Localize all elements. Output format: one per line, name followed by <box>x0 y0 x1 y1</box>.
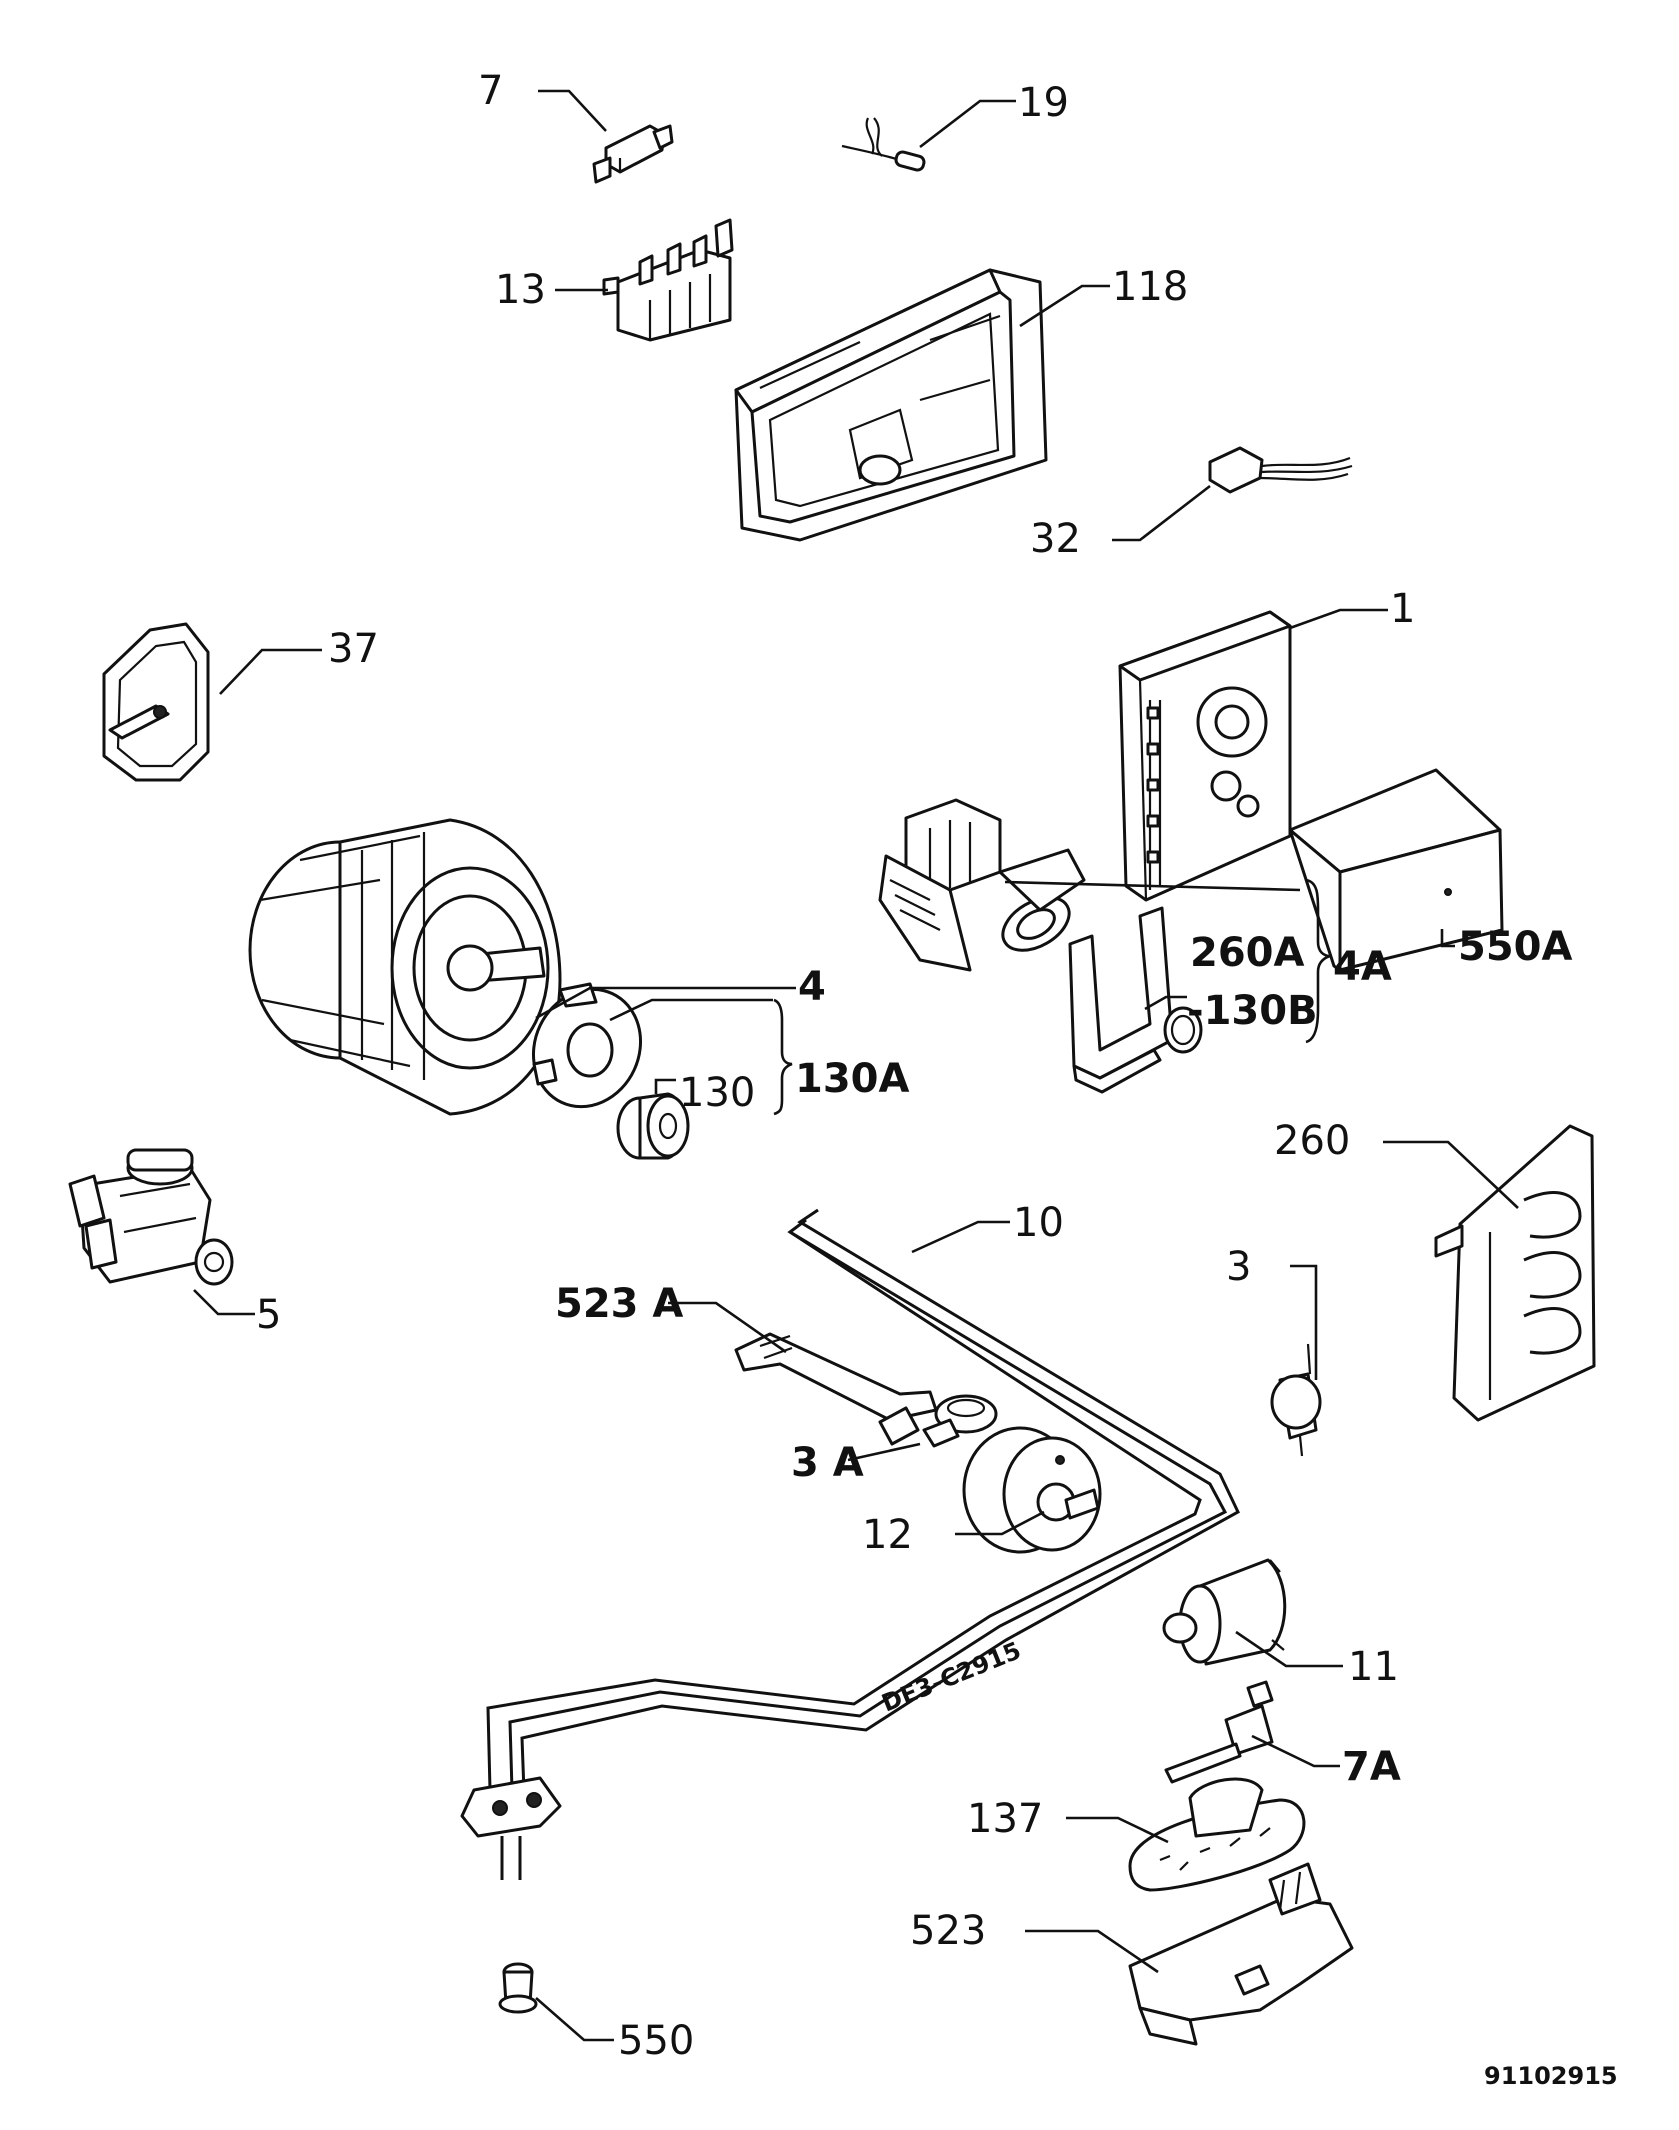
drawing-number: 91102915 <box>1484 2062 1618 2090</box>
callout-37: 37 <box>328 626 379 672</box>
part-7A-microswitch-drawing <box>1164 1680 1274 1784</box>
callout-32: 32 <box>1030 516 1081 562</box>
callout-523A: 523 A <box>555 1281 683 1327</box>
part-7-switch-drawing <box>592 124 674 184</box>
part-10-heating-element-drawing <box>460 1208 1240 1880</box>
callout-260: 260 <box>1274 1118 1350 1164</box>
leader-lines <box>193 89 1519 2042</box>
part-1-timer-drawing <box>1118 610 1292 902</box>
callout-7: 7 <box>478 68 503 114</box>
part-130-bushing-drawing <box>616 1092 690 1160</box>
callout-10: 10 <box>1013 1200 1064 1246</box>
part-12-pressure-switch-drawing <box>962 1426 1102 1554</box>
callout-11: 11 <box>1348 1644 1399 1690</box>
part-3A-thermostat-drawing <box>922 1394 998 1448</box>
callout-550A: 550A <box>1458 924 1572 970</box>
callout-4A: 4A <box>1333 944 1392 990</box>
callout-118: 118 <box>1112 264 1188 310</box>
callout-labels: 7 19 13 118 32 37 1 550A 260A 4A -130B 4… <box>256 68 1572 2064</box>
callout-130: 130 <box>679 1070 755 1116</box>
part-13-terminal-block-drawing <box>602 218 734 342</box>
part-130A-bearing-drawing <box>531 982 643 1109</box>
part-260-bracket-drawing <box>1434 1124 1596 1422</box>
callout-1: 1 <box>1390 586 1415 632</box>
callout-3: 3 <box>1226 1244 1251 1290</box>
callout-19: 19 <box>1018 80 1069 126</box>
part-118-panel-housing-drawing <box>734 268 1048 542</box>
callout-130B: -130B <box>1187 988 1318 1034</box>
part-32-connector-drawing <box>1208 446 1353 494</box>
part-260A-clip-drawing <box>1068 906 1174 1094</box>
brace-130A <box>773 998 793 1116</box>
callout-5: 5 <box>256 1292 281 1338</box>
part-4A-valve-drawing <box>878 798 1086 972</box>
part-3-thermostat-drawing <box>1270 1343 1322 1457</box>
callout-12: 12 <box>862 1512 913 1558</box>
part-4-motor-drawing <box>248 818 562 1116</box>
part-137-filter-drawing <box>1128 1777 1306 1892</box>
part-37-cover-drawing <box>102 622 210 782</box>
part-523A-plate-drawing <box>734 1332 938 1446</box>
part-550-plug-drawing <box>498 1962 538 2014</box>
callout-130A: 130A <box>795 1056 909 1102</box>
part-11-pump-drawing <box>1162 1558 1287 1666</box>
callout-13: 13 <box>495 267 546 313</box>
callout-4: 4 <box>798 964 826 1010</box>
element-code-stamp: DE3-C2915 <box>878 1636 1025 1717</box>
part-19-sensor-drawing <box>841 117 926 172</box>
brace-4A <box>1305 878 1331 1044</box>
callout-550: 550 <box>618 2018 694 2064</box>
part-5-inlet-valve-drawing <box>68 1148 234 1286</box>
callout-137: 137 <box>967 1796 1043 1842</box>
callout-7A: 7A <box>1342 1744 1401 1790</box>
part-130B-ring-drawing <box>1163 1006 1203 1054</box>
callout-3A: 3 A <box>791 1440 864 1486</box>
callout-523: 523 <box>910 1908 986 1954</box>
part-550A-box-drawing <box>1288 768 1504 972</box>
callout-260A: 260A <box>1190 930 1304 976</box>
part-523-sump-housing-drawing <box>1128 1862 1354 2046</box>
